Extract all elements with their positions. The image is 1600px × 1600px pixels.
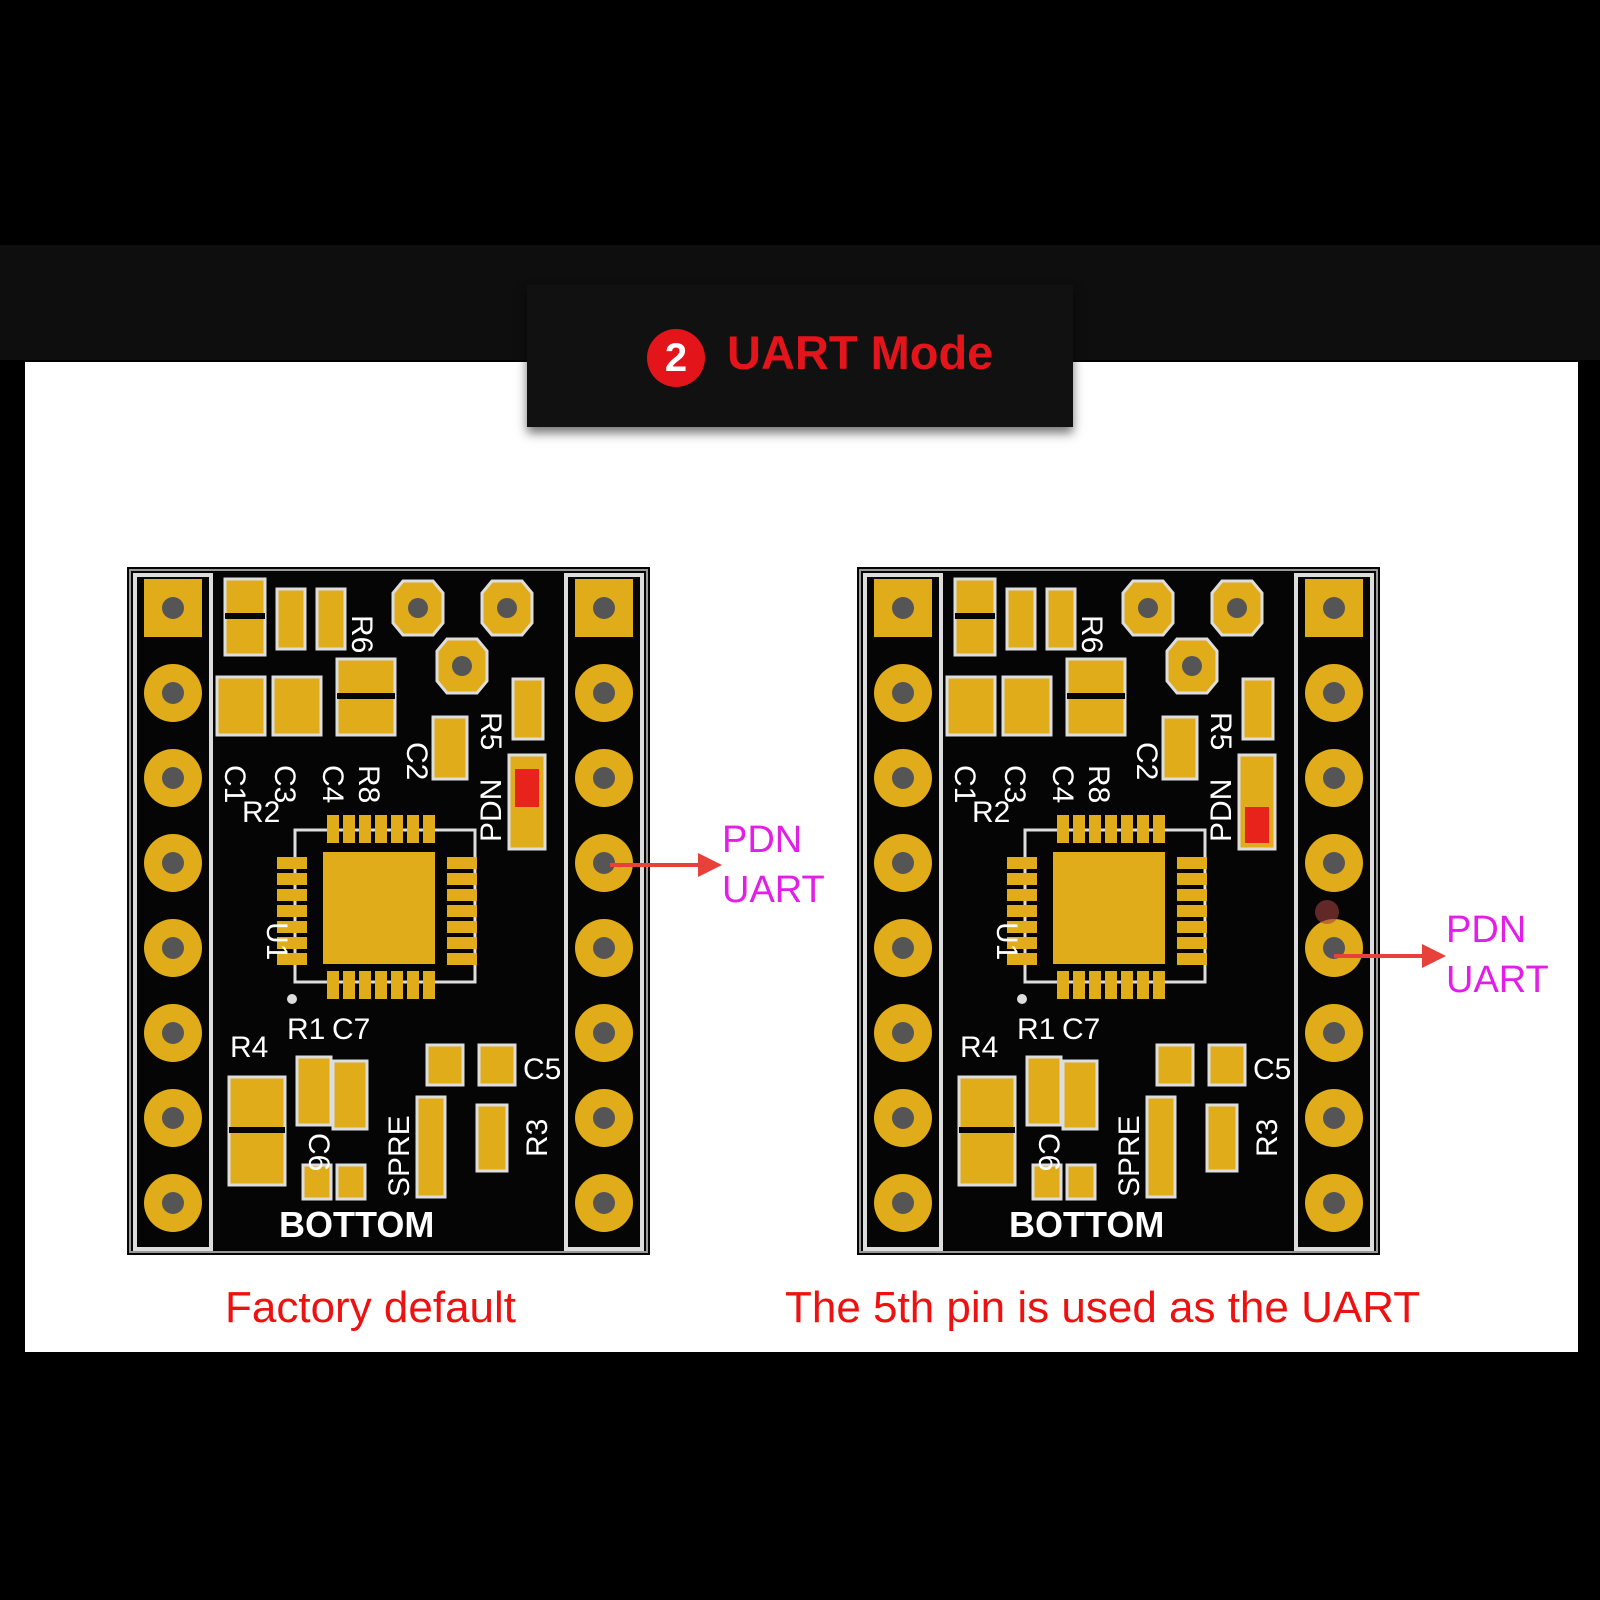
silk-r8: R8 [352,765,385,803]
caption-factory-default: Factory default [225,1283,517,1332]
annotation-uart: UART [1446,959,1549,1001]
silk-c4: C4 [316,765,349,803]
silk-c3: C3 [998,765,1031,803]
silk-c2: C2 [400,742,433,780]
silk-r6: R6 [1075,615,1108,653]
silk-r3: R3 [1251,1119,1284,1157]
silk-c6: C6 [302,1133,335,1171]
silk-r5: R5 [474,712,507,750]
silk-c3: C3 [268,765,301,803]
pcb-board-factory-default: C1 C3 C4 R8 R2 R6 C2 R5 PDN U1 R4 R1 C7 … [127,567,650,1255]
pdn-uart-label-right: PDN UART [1446,905,1549,1005]
silk-pdn: PDN [475,779,508,842]
right-header [564,573,644,1251]
silk-u1: U1 [990,922,1023,960]
pcb-drawing: C1 C3 C4 R8 R2 R6 C2 R5 PDN U1 R4 R1 C7 … [857,567,1380,1255]
annotation-uart: UART [722,869,825,911]
left-header [133,573,213,1251]
silk-c2: C2 [1130,742,1163,780]
silk-c4: C4 [1046,765,1079,803]
silk-c6: C6 [1032,1133,1065,1171]
caption-fifth-pin-uart: The 5th pin is used as the UART [785,1283,1421,1332]
silk-c1: C1 [948,765,981,803]
silk-c5: C5 [523,1053,561,1086]
silk-c1: C1 [218,765,251,803]
right-header [1294,573,1374,1251]
silk-spre: SPRE [383,1115,416,1197]
pcb-board-uart-mode: C1 C3 C4 R8 R2 R6 C2 R5 PDN U1 R4 R1 C7 … [857,567,1380,1255]
silk-r6: R6 [345,615,378,653]
page-title: UART Mode [727,326,994,379]
left-header [863,573,943,1251]
silk-r2: R2 [972,796,1010,829]
silk-r4: R4 [960,1031,998,1064]
pdn-uart-label-left: PDN UART [722,815,825,915]
silk-r2: R2 [242,796,280,829]
title-banner: 2 UART Mode [527,285,1073,427]
silk-r8: R8 [1082,765,1115,803]
silk-c5: C5 [1253,1053,1291,1086]
pcb-drawing: C1 C3 C4 R8 R2 R6 C2 R5 PDN U1 R4 R1 C7 … [127,567,650,1255]
silk-r1: R1 [1017,1013,1055,1046]
silk-r5: R5 [1204,712,1237,750]
annotation-pdn: PDN [1446,909,1527,951]
silk-r1: R1 [287,1013,325,1046]
silk-r4: R4 [230,1031,268,1064]
arrow-icon [610,853,722,877]
step-number-badge: 2 [647,329,705,387]
arrow-icon [1334,944,1446,968]
silk-c7: C7 [332,1013,370,1046]
silk-bottom: BOTTOM [1009,1204,1164,1245]
silk-spre: SPRE [1113,1115,1146,1197]
silk-c7: C7 [1062,1013,1100,1046]
silk-r3: R3 [521,1119,554,1157]
silk-pdn: PDN [1205,779,1238,842]
annotation-pdn: PDN [722,819,803,861]
silk-u1: U1 [260,922,293,960]
silk-bottom: BOTTOM [279,1204,434,1245]
